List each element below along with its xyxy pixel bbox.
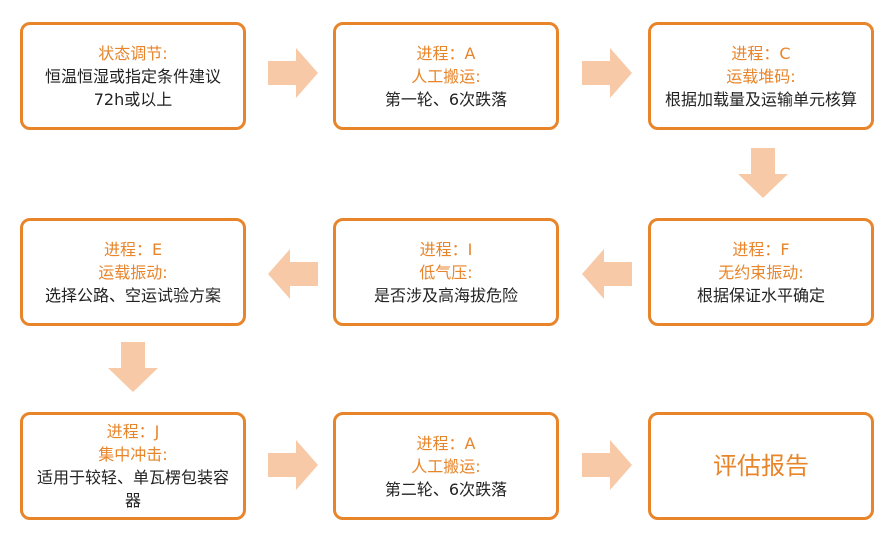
step-description: 第二轮、6次跌落 bbox=[384, 479, 508, 499]
step-manual-handling-1-box: 进程：A 人工搬运: 第一轮、6次跌落 bbox=[333, 22, 559, 130]
step-description: 根据保证水平确定 bbox=[696, 285, 825, 305]
step-description: 恒温恒湿或指定条件建议 bbox=[44, 66, 221, 86]
step-heading: 状态调节: bbox=[98, 43, 168, 63]
arrow-right-icon bbox=[268, 440, 318, 490]
arrow-right-icon bbox=[582, 48, 632, 98]
arrow-left-icon bbox=[268, 249, 318, 299]
step-heading: 运载振动: bbox=[98, 262, 168, 282]
arrow-right-icon bbox=[582, 440, 632, 490]
step-heading: 无约束振动: bbox=[718, 262, 804, 282]
step-description: 适用于较轻、单瓦楞包装容器 bbox=[36, 468, 229, 510]
step-stacking-box: 进程：C 运载堆码: 根据加载量及运输单元核算 bbox=[648, 22, 874, 130]
step-evaluation-report-box: 评估报告 bbox=[648, 412, 874, 520]
step-process-label: 进程：I bbox=[419, 239, 473, 259]
step-heading: 人工搬运: bbox=[411, 66, 481, 86]
step-concentrated-impact-box: 进程：J 集中冲击: 适用于较轻、单瓦楞包装容器 bbox=[20, 412, 246, 520]
step-manual-handling-2-box: 进程：A 人工搬运: 第二轮、6次跌落 bbox=[333, 412, 559, 520]
step-process-label: 进程：C bbox=[731, 43, 791, 63]
step-process-label: 进程：A bbox=[416, 43, 476, 63]
step-description: 72h或以上 bbox=[93, 89, 173, 109]
step-heading: 人工搬运: bbox=[411, 456, 481, 476]
step-description: 根据加载量及运输单元核算 bbox=[664, 89, 857, 109]
step-description: 是否涉及高海拔危险 bbox=[373, 285, 518, 305]
arrow-down-icon bbox=[108, 342, 158, 392]
step-heading: 运载堆码: bbox=[726, 66, 796, 86]
arrow-right-icon bbox=[268, 48, 318, 98]
step-process-label: 进程：J bbox=[106, 422, 160, 441]
step-process-label: 进程：A bbox=[416, 433, 476, 453]
step-process-label: 进程：F bbox=[732, 239, 790, 259]
step-unrestrained-vibration-box: 进程：F 无约束振动: 根据保证水平确定 bbox=[648, 218, 874, 326]
step-transport-vibration-box: 进程：E 运载振动: 选择公路、空运试验方案 bbox=[20, 218, 246, 326]
arrow-down-icon bbox=[738, 148, 788, 198]
step-heading: 集中冲击: bbox=[98, 445, 168, 464]
step-low-pressure-box: 进程：I 低气压: 是否涉及高海拔危险 bbox=[333, 218, 559, 326]
step-process-label: 进程：E bbox=[103, 239, 163, 259]
step-description: 选择公路、空运试验方案 bbox=[44, 285, 221, 305]
step-heading: 低气压: bbox=[419, 262, 473, 282]
step-description: 第一轮、6次跌落 bbox=[384, 89, 508, 109]
report-title: 评估报告 bbox=[713, 452, 809, 480]
arrow-left-icon bbox=[582, 249, 632, 299]
step-conditioning-box: 状态调节: 恒温恒湿或指定条件建议 72h或以上 bbox=[20, 22, 246, 130]
